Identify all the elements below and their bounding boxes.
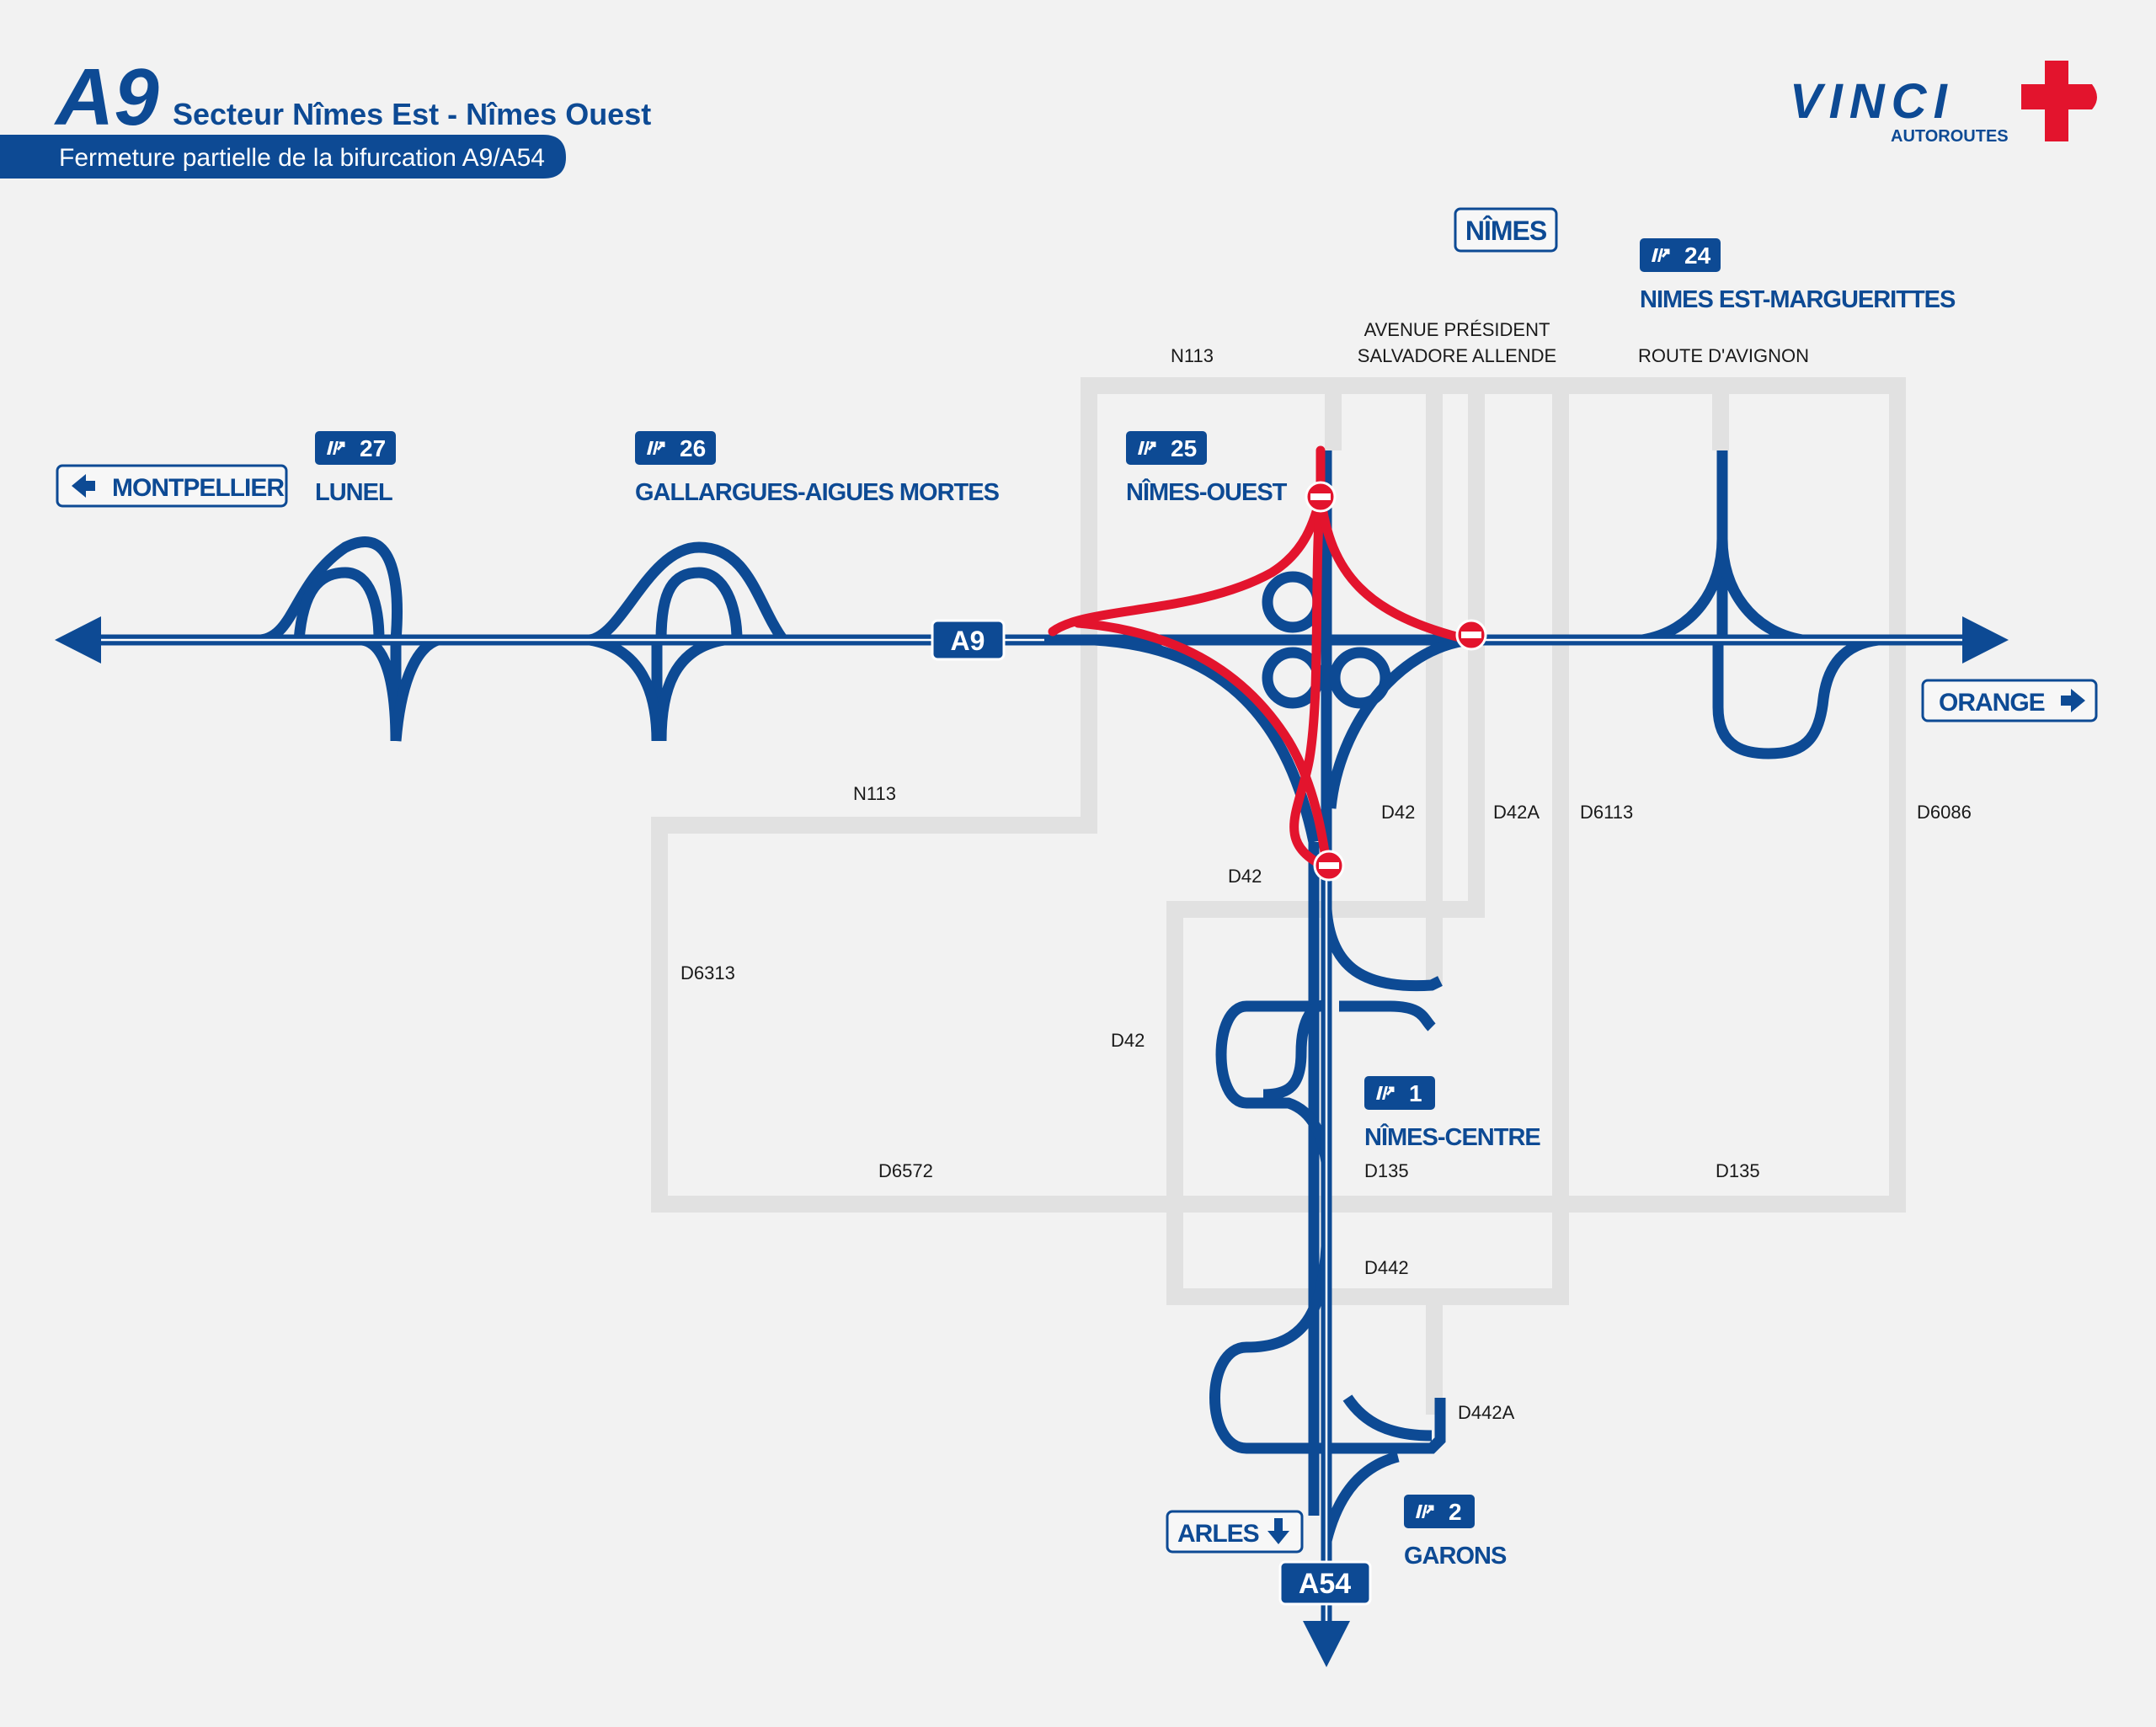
road-label: D6313 bbox=[680, 962, 735, 983]
svg-text:LUNEL: LUNEL bbox=[315, 479, 392, 506]
svg-text:MONTPELLIER: MONTPELLIER bbox=[112, 474, 285, 502]
road-label: D442A bbox=[1458, 1402, 1515, 1423]
road-label: D135 bbox=[1716, 1160, 1760, 1181]
svg-text:NÎMES-OUEST: NÎMES-OUEST bbox=[1126, 477, 1288, 506]
road-label: N113 bbox=[1171, 345, 1214, 366]
direction-arles: ARLES bbox=[1166, 1510, 1304, 1554]
road-label: D42 bbox=[1111, 1030, 1145, 1051]
arrow-south-icon bbox=[1303, 1621, 1350, 1667]
exit-26: 26 GALLARGUES-AIGUES MORTES bbox=[635, 431, 1001, 506]
road-label: AVENUE PRÉSIDENT bbox=[1364, 319, 1550, 340]
a9-shield: A9 bbox=[931, 619, 1006, 661]
sector-title: Secteur Nîmes Est - Nîmes Ouest bbox=[173, 97, 651, 131]
svg-text:NIMES EST-MARGUERITTES: NIMES EST-MARGUERITTES bbox=[1640, 286, 1956, 313]
road-label: D42A bbox=[1493, 802, 1540, 823]
road-label: N113 bbox=[853, 783, 896, 804]
road-label: D442 bbox=[1364, 1257, 1409, 1278]
arrow-west-icon bbox=[55, 616, 101, 664]
secondary-roads bbox=[651, 377, 1906, 1415]
closed-ramps bbox=[1048, 445, 1475, 872]
svg-text:A54: A54 bbox=[1299, 1568, 1351, 1600]
road-labels: N113 AVENUE PRÉSIDENT SALVADORE ALLENDE … bbox=[680, 319, 1972, 1423]
svg-text:GALLARGUES-AIGUES MORTES: GALLARGUES-AIGUES MORTES bbox=[635, 479, 1000, 506]
closure-marker bbox=[1455, 619, 1487, 651]
vinci-logo: VINCI AUTOROUTES bbox=[1790, 61, 2097, 146]
arrow-east-icon bbox=[1962, 616, 2009, 664]
svg-text:27: 27 bbox=[360, 435, 386, 461]
exit-27: 27 LUNEL bbox=[315, 431, 396, 506]
direction-orange: ORANGE bbox=[1921, 679, 2098, 722]
svg-text:NÎMES-CENTRE: NÎMES-CENTRE bbox=[1364, 1122, 1540, 1151]
closure-marker bbox=[1305, 481, 1337, 513]
road-label: D135 bbox=[1364, 1160, 1409, 1181]
svg-text:2: 2 bbox=[1449, 1499, 1462, 1525]
exit-1: 1 NÎMES-CENTRE bbox=[1364, 1076, 1541, 1151]
road-label: D42 bbox=[1228, 866, 1262, 887]
road-label: D6572 bbox=[878, 1160, 933, 1181]
closure-marker bbox=[1313, 850, 1345, 882]
road-label: SALVADORE ALLENDE bbox=[1358, 345, 1556, 366]
svg-text:VINCI: VINCI bbox=[1790, 74, 1954, 129]
subtitle: Fermeture partielle de la bifurcation A9… bbox=[59, 144, 545, 172]
road-label: ROUTE D'AVIGNON bbox=[1638, 345, 1809, 366]
svg-text:NÎMES: NÎMES bbox=[1465, 216, 1547, 246]
svg-text:1: 1 bbox=[1409, 1080, 1422, 1106]
highway-title: A9 bbox=[54, 52, 159, 142]
svg-text:26: 26 bbox=[680, 435, 706, 461]
road-label: D6086 bbox=[1917, 802, 1972, 823]
svg-text:GARONS: GARONS bbox=[1404, 1543, 1507, 1570]
road-label: D6113 bbox=[1580, 802, 1633, 823]
subtitle-banner bbox=[0, 135, 566, 179]
exit-2: 2 GARONS bbox=[1404, 1495, 1508, 1570]
svg-text:ARLES: ARLES bbox=[1177, 1520, 1259, 1548]
svg-text:ORANGE: ORANGE bbox=[1939, 689, 2045, 717]
exit-24: 24 NIMES EST-MARGUERITTES bbox=[1640, 238, 1956, 313]
road-label: D42 bbox=[1381, 802, 1415, 823]
direction-nimes: NÎMES bbox=[1454, 207, 1558, 253]
exit-25: 25 NÎMES-OUEST bbox=[1126, 431, 1289, 506]
highways bbox=[84, 450, 1971, 1634]
svg-text:A9: A9 bbox=[951, 626, 985, 656]
svg-text:AUTOROUTES: AUTOROUTES bbox=[1891, 127, 2009, 146]
svg-text:25: 25 bbox=[1171, 435, 1197, 461]
svg-text:24: 24 bbox=[1684, 243, 1711, 269]
a54-shield: A54 bbox=[1278, 1560, 1372, 1606]
direction-montpellier: MONTPELLIER bbox=[56, 464, 288, 508]
